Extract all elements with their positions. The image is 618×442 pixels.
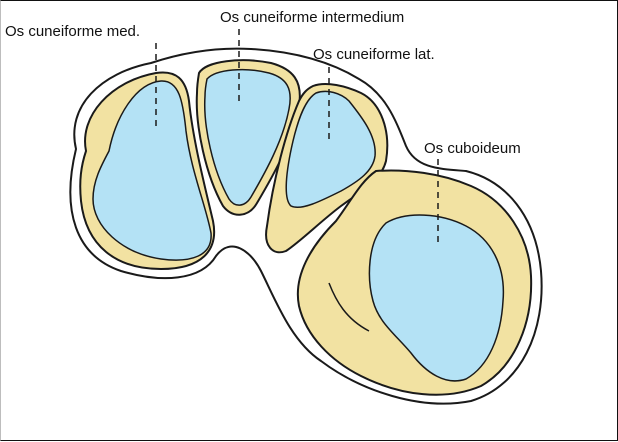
label-os-cuneiforme-intermedium: Os cuneiforme intermedium — [220, 10, 404, 25]
label-os-cuneiforme-lat: Os cuneiforme lat. — [313, 47, 435, 62]
label-os-cuneiforme-med: Os cuneiforme med. — [5, 24, 140, 39]
label-os-cuboideum: Os cuboideum — [424, 141, 521, 156]
